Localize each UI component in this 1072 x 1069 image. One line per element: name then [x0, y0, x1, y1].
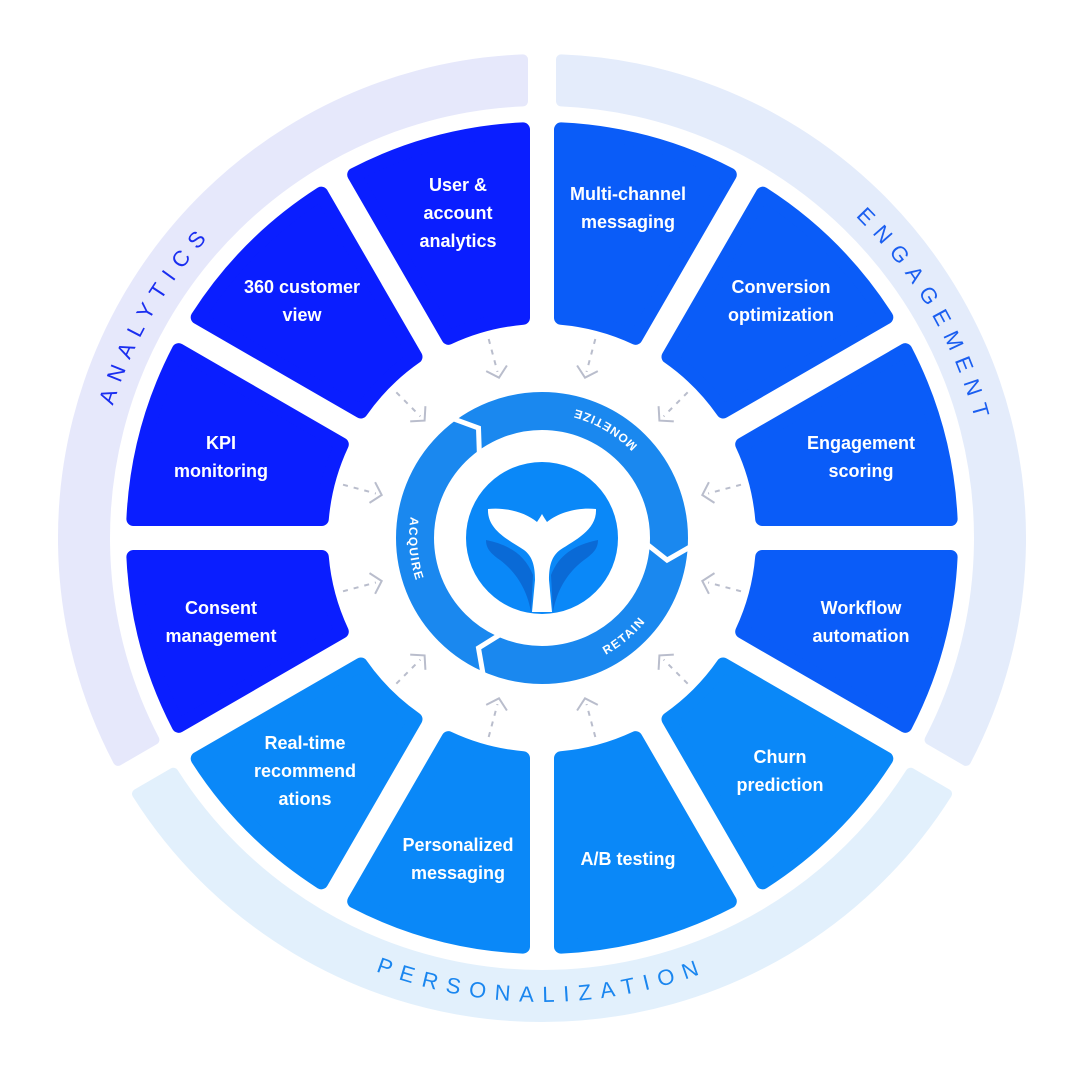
- segment-label-personalized-messaging: Personalized messaging: [402, 835, 514, 883]
- connector-line: [662, 391, 689, 418]
- connector-chevron-icon: [657, 653, 674, 670]
- connector-line: [395, 391, 422, 418]
- segment-label-user-account-analytics: User & account analytics: [419, 175, 497, 251]
- segment-label-conversion-optimization: Conversion optimization: [728, 277, 834, 325]
- whale-tail-icon: [466, 462, 618, 614]
- connector-line: [585, 703, 597, 738]
- connector-line: [487, 703, 499, 738]
- connector-chevron-icon: [410, 406, 427, 423]
- connector-chevron-icon: [657, 406, 674, 423]
- segment-label-multi-channel-messaging: Multi-channel messaging: [570, 184, 686, 232]
- connector-line: [707, 483, 742, 495]
- segment-user-account-analytics: [347, 122, 530, 345]
- analytics-ring-band: [58, 54, 528, 766]
- whale-tail-shadow-icon: [486, 540, 598, 612]
- segment-label-kpi-monitoring: KPI monitoring: [174, 433, 268, 481]
- connector-chevron-icon: [576, 364, 599, 380]
- segment-360-customer-view: [190, 186, 423, 419]
- cycle-arrow-break: [450, 415, 482, 455]
- segment-label-a-b-testing: A/B testing: [580, 849, 676, 869]
- segment-label-consent-management: Consent management: [165, 598, 277, 646]
- connector-line: [487, 338, 499, 373]
- segment-label-360-customer-view: 360 customer view: [243, 277, 361, 325]
- personalization-ring-band: [132, 767, 952, 1022]
- connector-line: [342, 581, 377, 593]
- segment-a-b-testing: [554, 731, 737, 954]
- segment-churn-prediction: [661, 657, 894, 890]
- engagement-ring-band: [556, 54, 1026, 766]
- segment-label-real-time-recommend-ations: Real-time recommend ations: [253, 733, 357, 809]
- segment-label-workflow-automation: Workflow automation: [812, 598, 910, 646]
- segment-conversion-optimization: [661, 186, 894, 419]
- connector-chevron-icon: [485, 696, 508, 712]
- segment-real-time-recommend-ations: [190, 657, 423, 890]
- segment-consent-management: [126, 550, 349, 733]
- segment-workflow-automation: [735, 550, 958, 733]
- segment-label-churn-prediction: Churn prediction: [736, 747, 824, 795]
- cycle-arrow-break: [475, 631, 503, 677]
- connector-line: [342, 483, 377, 495]
- whale-tail-shape-icon: [487, 508, 597, 612]
- connector-line: [707, 581, 742, 593]
- connector-line: [395, 658, 422, 685]
- segment-kpi-monitoring: [126, 343, 349, 526]
- segment-multi-channel-messaging: [554, 122, 737, 345]
- cycle-arrow-break: [644, 541, 694, 564]
- connector-chevron-icon: [576, 696, 599, 712]
- connector-arrows: [342, 338, 742, 738]
- cycle-ring-band: [396, 392, 688, 684]
- connector-chevron-icon: [410, 653, 427, 670]
- capability-segments: [126, 122, 958, 954]
- segment-label-engagement-scoring: Engagement scoring: [806, 433, 916, 481]
- connector-chevron-icon: [368, 481, 384, 504]
- connector-chevron-icon: [368, 572, 384, 595]
- connector-line: [585, 338, 597, 373]
- segment-engagement-scoring: [735, 343, 958, 526]
- connector-chevron-icon: [485, 364, 508, 380]
- connector-line: [662, 658, 689, 685]
- connector-chevron-icon: [700, 481, 716, 504]
- connector-chevron-icon: [700, 572, 716, 595]
- segment-personalized-messaging: [347, 731, 530, 954]
